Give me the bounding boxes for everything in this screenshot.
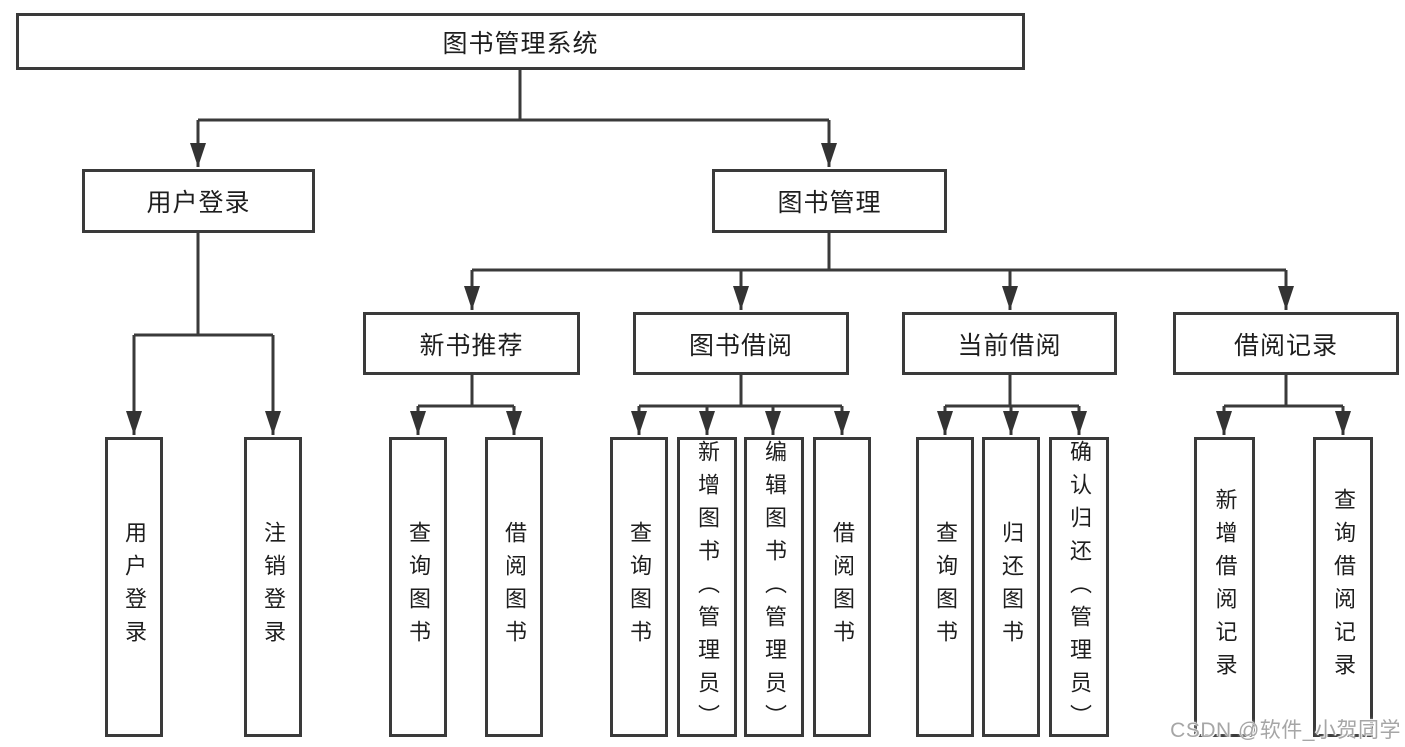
node-borrowing-records: 借阅记录 [1173, 312, 1399, 375]
leaf-borrow-books-borrowing: 借阅图书 [813, 437, 871, 737]
node-user-login: 用户登录 [82, 169, 315, 233]
node-book-management-label: 图书管理 [777, 189, 882, 217]
leaf-return-books: 归还图书 [982, 437, 1040, 737]
leaf-edit-books-admin: 编辑图书（管理员） [744, 437, 804, 737]
leaf-confirm-return-admin-label: 确认归还（管理员） [1067, 440, 1092, 737]
leaf-borrow-books-borrowing-label: 借阅图书 [830, 521, 855, 653]
leaf-user-login-label: 用户登录 [122, 521, 147, 653]
node-root: 图书管理系统 [16, 13, 1025, 70]
node-user-login-label: 用户登录 [146, 189, 251, 217]
node-current-borrowing-label: 当前借阅 [957, 331, 1062, 360]
leaf-confirm-return-admin: 确认归还（管理员） [1049, 437, 1109, 737]
leaf-add-books-admin-label: 新增图书（管理员） [695, 440, 720, 737]
node-root-label: 图书管理系统 [442, 29, 599, 58]
leaf-query-books-borrowing-label: 查询图书 [627, 521, 652, 653]
node-current-borrowing: 当前借阅 [902, 312, 1117, 375]
leaf-add-borrow-record: 新增借阅记录 [1194, 437, 1255, 737]
leaf-logout-login: 注销登录 [244, 437, 302, 737]
leaf-query-books-current: 查询图书 [916, 437, 974, 737]
node-book-management: 图书管理 [712, 169, 947, 233]
node-new-book-recommendation-label: 新书推荐 [419, 331, 524, 360]
leaf-query-borrow-record: 查询借阅记录 [1313, 437, 1373, 737]
watermark: CSDN @软件_小贺同学 [1170, 719, 1401, 742]
node-book-borrowing: 图书借阅 [633, 312, 849, 375]
leaf-query-borrow-record-label: 查询借阅记录 [1331, 488, 1356, 686]
node-new-book-recommendation: 新书推荐 [363, 312, 580, 375]
node-book-borrowing-label: 图书借阅 [688, 331, 793, 360]
leaf-query-books-borrowing: 查询图书 [610, 437, 668, 737]
leaf-user-login: 用户登录 [105, 437, 163, 737]
leaf-add-books-admin: 新增图书（管理员） [677, 437, 737, 737]
leaf-query-books-recommend: 查询图书 [389, 437, 447, 737]
leaf-borrow-books-recommend-label: 借阅图书 [502, 521, 527, 653]
leaf-query-books-current-label: 查询图书 [933, 521, 958, 653]
leaf-edit-books-admin-label: 编辑图书（管理员） [762, 440, 787, 737]
leaf-logout-login-label: 注销登录 [261, 521, 286, 653]
leaf-add-borrow-record-label: 新增借阅记录 [1212, 488, 1238, 686]
leaf-borrow-books-recommend: 借阅图书 [485, 437, 543, 737]
leaf-return-books-label: 归还图书 [999, 521, 1024, 653]
leaf-query-books-recommend-label: 查询图书 [406, 521, 431, 653]
node-borrowing-records-label: 借阅记录 [1233, 331, 1338, 360]
